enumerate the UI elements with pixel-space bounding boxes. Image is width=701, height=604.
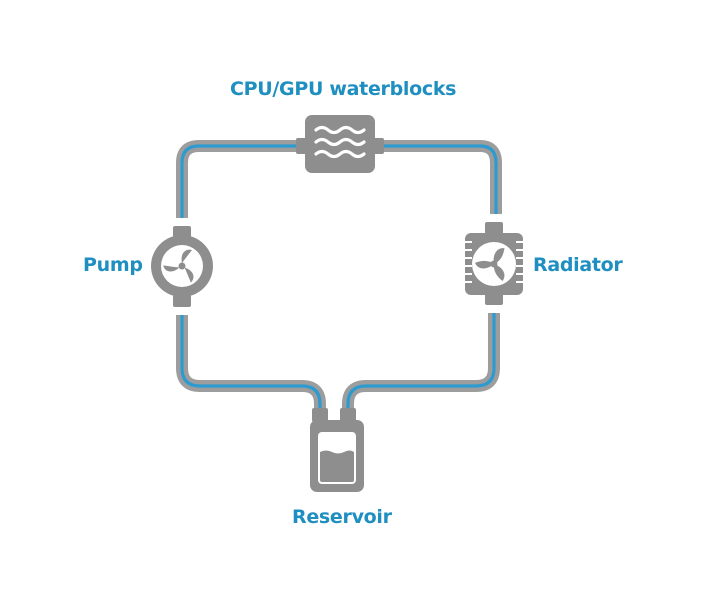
- reservoir-label: Reservoir: [292, 506, 392, 528]
- cpu-gpu-waterblocks-label: CPU/GPU waterblocks: [230, 78, 457, 100]
- pump-label: Pump: [83, 254, 143, 276]
- radiator-fan-icon: [465, 222, 523, 305]
- tubing: [176, 140, 502, 412]
- waterblock-icon: [296, 115, 384, 173]
- pump-impeller-icon: [151, 226, 213, 307]
- reservoir-tank-icon: [310, 408, 364, 492]
- radiator-label: Radiator: [533, 254, 623, 276]
